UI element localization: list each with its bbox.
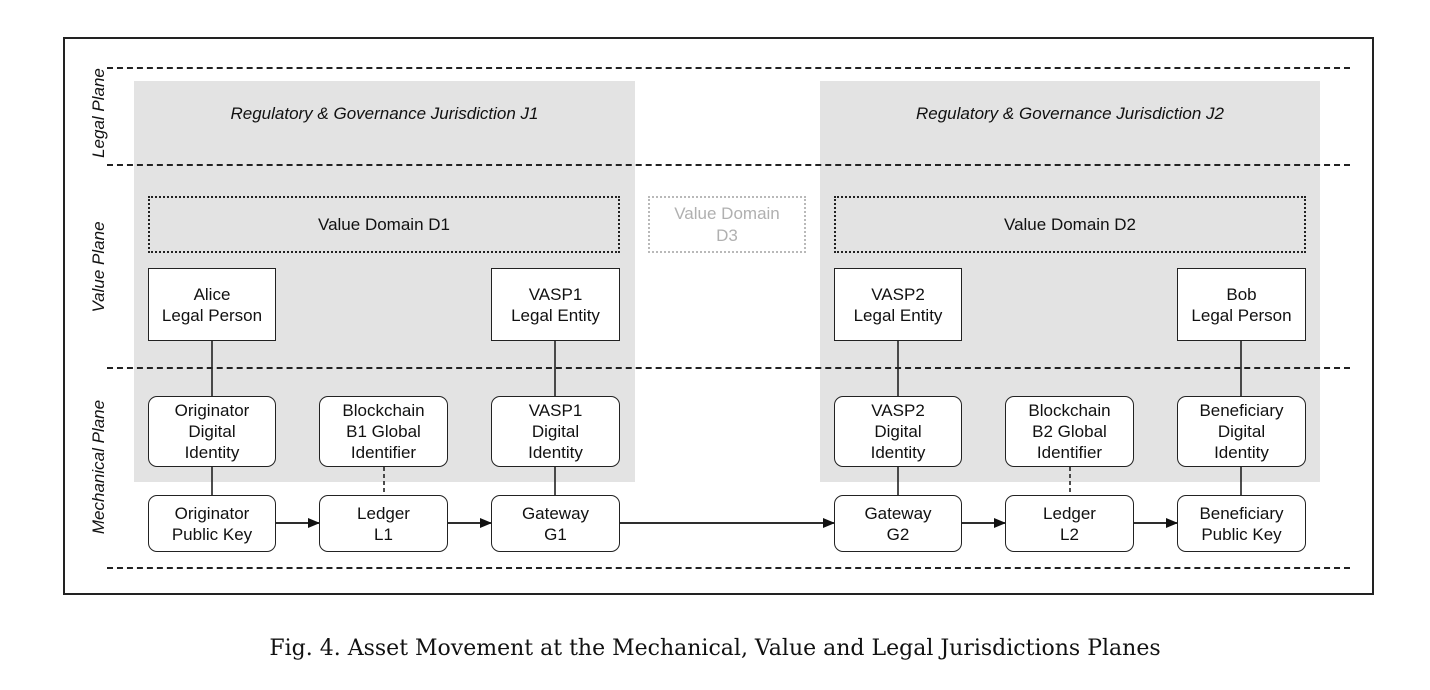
- gateway-g1: Gateway G1: [491, 495, 620, 552]
- originator-public-key: Originator Public Key: [148, 495, 276, 552]
- gateway-g2: Gateway G2: [834, 495, 962, 552]
- ledger-l2: Ledger L2: [1005, 495, 1134, 552]
- value-domain-d2: Value Domain D2: [834, 196, 1306, 253]
- plane-separator-top: [107, 67, 1350, 69]
- vasp2-digital-identity: VASP2 Digital Identity: [834, 396, 962, 467]
- figure-frame: [63, 37, 1374, 595]
- blockchain-b2-global-identifier: Blockchain B2 Global Identifier: [1005, 396, 1134, 467]
- plane-separator-legal-value: [107, 164, 1350, 166]
- value-domain-d3: Value Domain D3: [648, 196, 806, 253]
- figure-caption: Fig. 4. Asset Movement at the Mechanical…: [269, 636, 1161, 661]
- plane-separator-value-mechanical: [107, 367, 1350, 369]
- ledger-l1: Ledger L1: [319, 495, 448, 552]
- vasp2-legal-entity: VASP2 Legal Entity: [834, 268, 962, 341]
- vasp1-digital-identity: VASP1 Digital Identity: [491, 396, 620, 467]
- originator-digital-identity: Originator Digital Identity: [148, 396, 276, 467]
- vasp1-legal-entity: VASP1 Legal Entity: [491, 268, 620, 341]
- bob-legal-person: Bob Legal Person: [1177, 268, 1306, 341]
- beneficiary-digital-identity: Beneficiary Digital Identity: [1177, 396, 1306, 467]
- plane-separator-bottom: [107, 567, 1350, 569]
- jurisdiction-j1-title: Regulatory & Governance Jurisdiction J1: [230, 104, 539, 123]
- beneficiary-public-key: Beneficiary Public Key: [1177, 495, 1306, 552]
- value-domain-d1: Value Domain D1: [148, 196, 620, 253]
- alice-legal-person: Alice Legal Person: [148, 268, 276, 341]
- blockchain-b1-global-identifier: Blockchain B1 Global Identifier: [319, 396, 448, 467]
- jurisdiction-j2-title: Regulatory & Governance Jurisdiction J2: [915, 104, 1225, 123]
